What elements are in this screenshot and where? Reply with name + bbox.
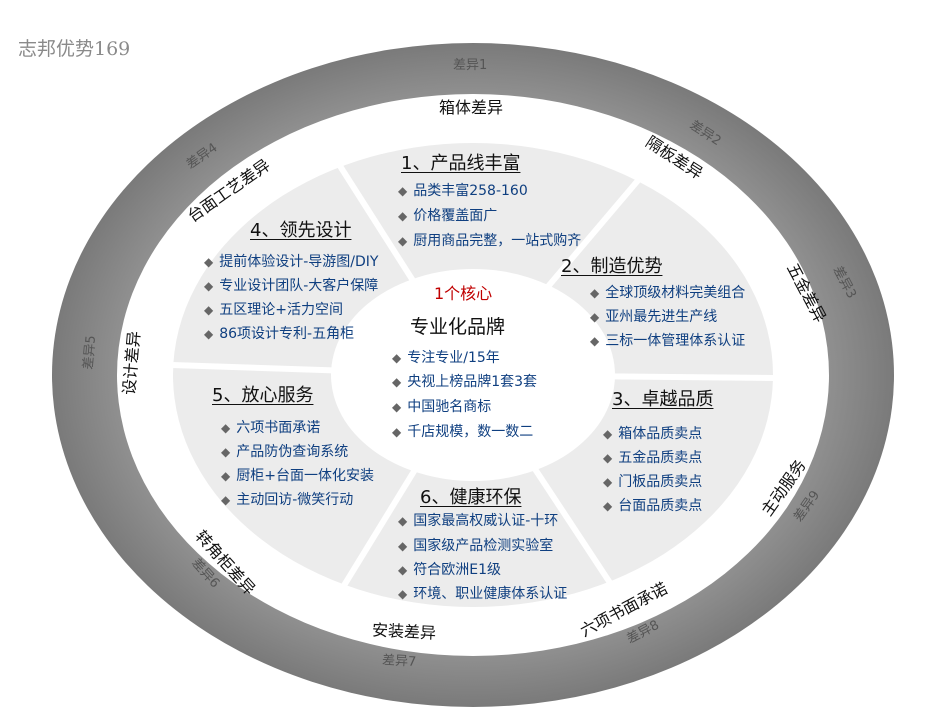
section-2-item: ◆三标一体管理体系认证: [590, 333, 746, 349]
section-1-title: 1、产品线丰富: [401, 153, 521, 174]
bullet-icon: ◆: [398, 514, 408, 528]
section-4-title: 4、领先设计: [250, 220, 352, 241]
watermark: 志邦优势169: [18, 38, 131, 60]
center-core: [331, 269, 615, 481]
bullet-icon: ◆: [398, 587, 408, 601]
bullet-icon: ◆: [603, 499, 613, 513]
bullet-icon: ◆: [603, 427, 613, 441]
bullet-icon: ◆: [398, 563, 408, 577]
bullet-icon: ◆: [392, 351, 402, 365]
bullet-icon: ◆: [204, 327, 214, 341]
section-4-item: ◆专业设计团队-大客户保障: [204, 278, 379, 294]
bullet-icon: ◆: [398, 234, 408, 248]
ring-tag-7: 差异7: [381, 653, 417, 670]
ring-label-7: 安装差异: [371, 620, 437, 643]
bullet-icon: ◆: [392, 400, 402, 414]
section-3-item: ◆台面品质卖点: [603, 498, 703, 514]
section-4-item: ◆提前体验设计-导游图/DIY: [204, 254, 379, 270]
core-badge: 1个核心: [434, 284, 493, 303]
section-3-item: ◆五金品质卖点: [603, 450, 703, 466]
section-2-title: 2、制造优势: [561, 256, 663, 277]
section-5-item: ◆产品防伪查询系统: [221, 444, 349, 460]
ring-label-1: 箱体差异: [439, 98, 504, 117]
section-6-item: ◆环境、职业健康体系认证: [398, 586, 568, 602]
bullet-icon: ◆: [221, 469, 231, 483]
section-3-item: ◆门板品质卖点: [603, 474, 703, 490]
section-2-item: ◆亚州最先进生产线: [590, 309, 718, 325]
bullet-icon: ◆: [398, 539, 408, 553]
section-2-item: ◆全球顶级材料完美组合: [590, 285, 746, 301]
bullet-icon: ◆: [398, 184, 408, 198]
section-3-title: 3、卓越品质: [612, 389, 714, 410]
section-5-title: 5、放心服务: [212, 385, 314, 406]
section-1-item: ◆价格覆盖面广: [398, 208, 498, 224]
section-3-item: ◆箱体品质卖点: [603, 426, 703, 442]
section-5-item: ◆厨柜+台面一体化安装: [221, 468, 374, 484]
bullet-icon: ◆: [221, 445, 231, 459]
section-6-item: ◆国家最高权威认证-十环: [398, 513, 559, 529]
section-5-item: ◆六项书面承诺: [221, 420, 321, 436]
section-1-item: ◆品类丰富258-160: [398, 183, 528, 199]
bullet-icon: ◆: [221, 493, 231, 507]
core-item: ◆中国驰名商标: [392, 399, 492, 415]
bullet-icon: ◆: [392, 375, 402, 389]
bullet-icon: ◆: [590, 334, 600, 348]
bullet-icon: ◆: [603, 451, 613, 465]
core-item: ◆央视上榜品牌1套3套: [392, 374, 538, 390]
bullet-icon: ◆: [603, 475, 613, 489]
bullet-icon: ◆: [204, 303, 214, 317]
section-5-item: ◆主动回访-微笑行动: [221, 492, 354, 508]
core-item: ◆专注专业/15年: [392, 350, 500, 366]
section-4-item: ◆86项设计专利-五角柜: [204, 326, 355, 342]
section-4-item: ◆五区理论+活力空间: [204, 302, 343, 318]
bullet-icon: ◆: [392, 425, 402, 439]
bullet-icon: ◆: [221, 421, 231, 435]
core-item: ◆千店规模，数一数二: [392, 424, 534, 440]
section-1-item: ◆厨用商品完整，一站式购齐: [398, 233, 582, 249]
bullet-icon: ◆: [204, 255, 214, 269]
bullet-icon: ◆: [590, 286, 600, 300]
section-6-title: 6、健康环保: [420, 487, 522, 508]
section-6-item: ◆符合欧洲E1级: [398, 562, 501, 578]
section-6-item: ◆国家级产品检测实验室: [398, 538, 554, 554]
ring-tag-1: 差异1: [453, 58, 488, 73]
ring-tag-5: 差异5: [81, 334, 100, 371]
bullet-icon: ◆: [398, 209, 408, 223]
bullet-icon: ◆: [204, 279, 214, 293]
bullet-icon: ◆: [590, 310, 600, 324]
core-title: 专业化品牌: [410, 316, 506, 338]
